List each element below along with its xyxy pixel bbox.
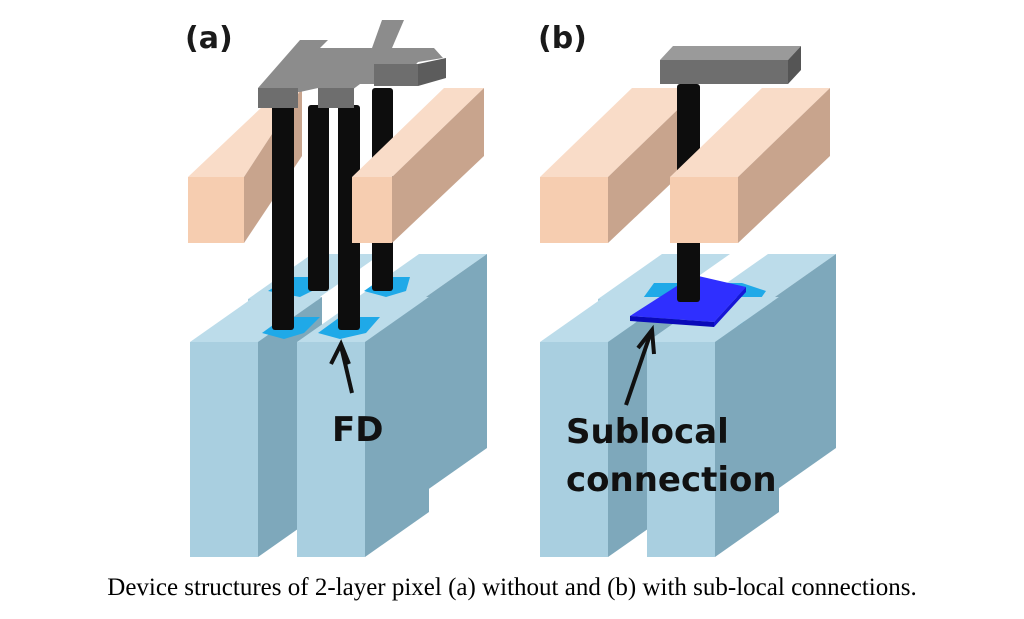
figure-caption: Device structures of 2-layer pixel (a) w… — [107, 574, 917, 601]
device-structure-figure: (a) — [185, 20, 836, 557]
fd-label: FD — [332, 410, 383, 450]
transfer-gate-right — [352, 88, 484, 243]
contact-back-left — [308, 105, 329, 291]
panel-a: (a) — [185, 20, 487, 557]
contact-front-left — [272, 105, 294, 330]
panel-a-label: (a) — [185, 21, 233, 56]
fd-callout: FD — [329, 339, 383, 450]
panel-b: (b) — [538, 21, 836, 557]
metal-wiring — [258, 20, 446, 108]
contact-front-right — [338, 105, 360, 330]
metal-wire-b — [660, 46, 801, 84]
sublocal-label-line1: Sublocal — [566, 412, 729, 452]
panel-b-label: (b) — [538, 21, 587, 56]
sublocal-label-line2: connection — [566, 460, 777, 500]
transfer-gate-right-b — [670, 88, 830, 243]
sublocal-callout: Sublocal connection — [566, 324, 777, 500]
